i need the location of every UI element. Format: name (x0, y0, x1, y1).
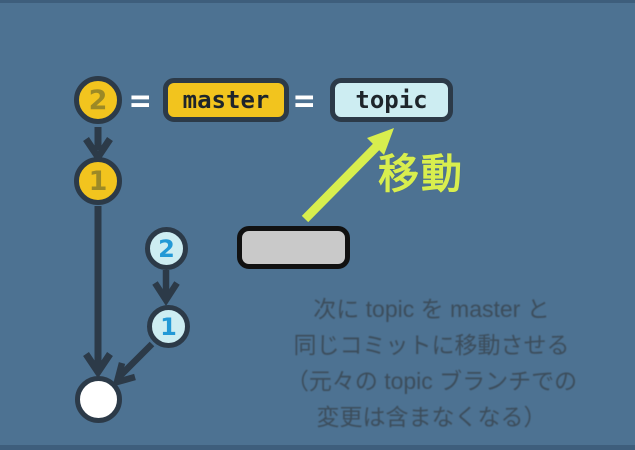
branch-label-topic: topic (330, 78, 453, 122)
bottom-edge-strip (0, 445, 635, 450)
caption-line-3: （元々の topic ブランチでの (285, 368, 578, 394)
edge-arrow-yellow1-to-base-icon (83, 206, 113, 379)
commit-node-yellow-2: 2 (74, 76, 122, 124)
equals-sign-1: = (130, 81, 151, 121)
edge-arrow-cyan1-to-base-icon (112, 341, 155, 387)
branch-label-master: master (163, 78, 289, 122)
move-annotation-label: 移動 (378, 150, 464, 198)
commit-node-cyan-1: 1 (147, 305, 190, 348)
commit-number: 1 (160, 312, 177, 341)
top-edge-strip (0, 0, 635, 3)
commit-number: 2 (88, 84, 108, 116)
equals-sign-2: = (294, 81, 315, 121)
branch-label-master-text: master (182, 86, 270, 114)
branch-label-topic-text: topic (355, 86, 428, 114)
edge-arrow-yellow2-to-yellow1-icon (83, 127, 113, 164)
commit-number: 2 (158, 234, 175, 263)
commit-node-base (75, 376, 122, 423)
edge-arrow-cyan2-to-cyan1-icon (152, 270, 180, 306)
caption-line-2: 同じコミットに移動させる (293, 332, 570, 358)
commit-node-yellow-1: 1 (74, 157, 122, 205)
move-arrow-icon (301, 128, 394, 223)
commit-number: 1 (88, 165, 108, 197)
commit-node-cyan-2: 2 (145, 227, 188, 270)
empty-branch-label-box (237, 226, 350, 269)
caption-line-1: 次に topic を master と (313, 296, 550, 322)
caption-line-4: 変更は含まなくなる） (316, 404, 547, 430)
caption-text: 次に topic を master と 同じコミットに移動させる （元々の to… (228, 291, 635, 435)
